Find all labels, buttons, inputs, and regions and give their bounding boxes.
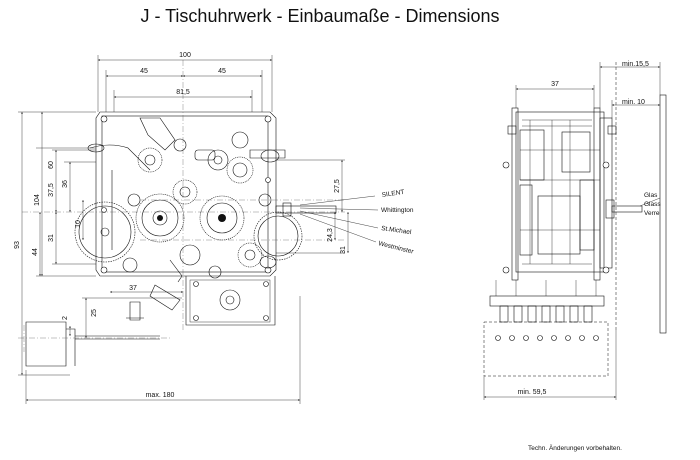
dim-27-5: 27,5 — [334, 179, 341, 193]
dim-60: 60 — [48, 161, 55, 169]
dim-93: 93 — [14, 241, 21, 249]
selector-shaft — [275, 202, 337, 217]
mounting-holes — [100, 115, 272, 274]
label-glass-de: Glas — [644, 192, 658, 199]
label-st-michael: St.Michael — [381, 225, 413, 236]
dim-37-5: 37,5 — [48, 183, 55, 197]
dim-31-left: 31 — [48, 234, 55, 242]
glass-panel: Glas Glass Verre — [639, 94, 667, 334]
melody-selector-labels: SILENT Whittington St.Michael Westminste… — [299, 189, 415, 256]
side-dimension-lines — [484, 66, 660, 398]
page-title: J - Tischuhrwerk - Einbaumaße - Dimensio… — [140, 6, 500, 26]
label-glass-en: Glass — [644, 201, 661, 208]
pendulum — [18, 321, 170, 367]
dim-45-left: 45 — [140, 68, 148, 75]
center-lines — [22, 60, 345, 330]
dim-100: 100 — [179, 52, 191, 59]
side-extension-lines — [483, 62, 661, 400]
dim-37-side: 37 — [551, 81, 559, 88]
dim-44: 44 — [32, 248, 39, 256]
dimension-values: 100 45 45 81,5 93 104 60 37,5 36 10 31 4… — [14, 52, 347, 399]
side-dimension-values: 37 min.15,5 min. 10 min. 59,5 — [518, 61, 649, 396]
dim-37-bottom: 37 — [129, 285, 137, 292]
chime-hammers — [489, 280, 605, 323]
dim-10: 10 — [75, 220, 82, 228]
label-glass-fr: Verre — [644, 210, 660, 217]
dim-81-5: 81,5 — [176, 89, 190, 96]
label-silent: SILENT — [381, 189, 405, 199]
dim-max-180: max. 180 — [146, 392, 175, 399]
front-view: 100 45 45 81,5 93 104 60 37,5 36 10 31 4… — [14, 52, 415, 404]
dim-31-right: 31 — [340, 246, 347, 254]
side-mechanism — [502, 120, 643, 274]
movement-plate — [95, 111, 277, 326]
label-westminster: Westminster — [378, 240, 415, 256]
dim-2: 2 — [62, 316, 69, 320]
dim-min-10: min. 10 — [622, 99, 645, 106]
extension-lines — [18, 55, 345, 404]
levers — [87, 117, 286, 321]
dim-24-3: 24,3 — [327, 228, 334, 242]
dim-min-59-5: min. 59,5 — [518, 389, 547, 396]
dim-25: 25 — [91, 309, 98, 317]
chime-rods — [483, 321, 609, 377]
label-whittington: Whittington — [381, 207, 414, 214]
dim-min-15-5: min.15,5 — [622, 61, 649, 68]
dimension-lines — [21, 59, 349, 401]
gear-train — [74, 131, 303, 279]
dim-36: 36 — [62, 180, 69, 188]
dim-104: 104 — [34, 194, 41, 206]
dim-45-right: 45 — [218, 68, 226, 75]
footer-note: Techn. Änderungen vorbehalten. — [528, 444, 622, 452]
side-view: Glas Glass Verre 37 min.15,5 min. 10 min… — [483, 61, 667, 400]
